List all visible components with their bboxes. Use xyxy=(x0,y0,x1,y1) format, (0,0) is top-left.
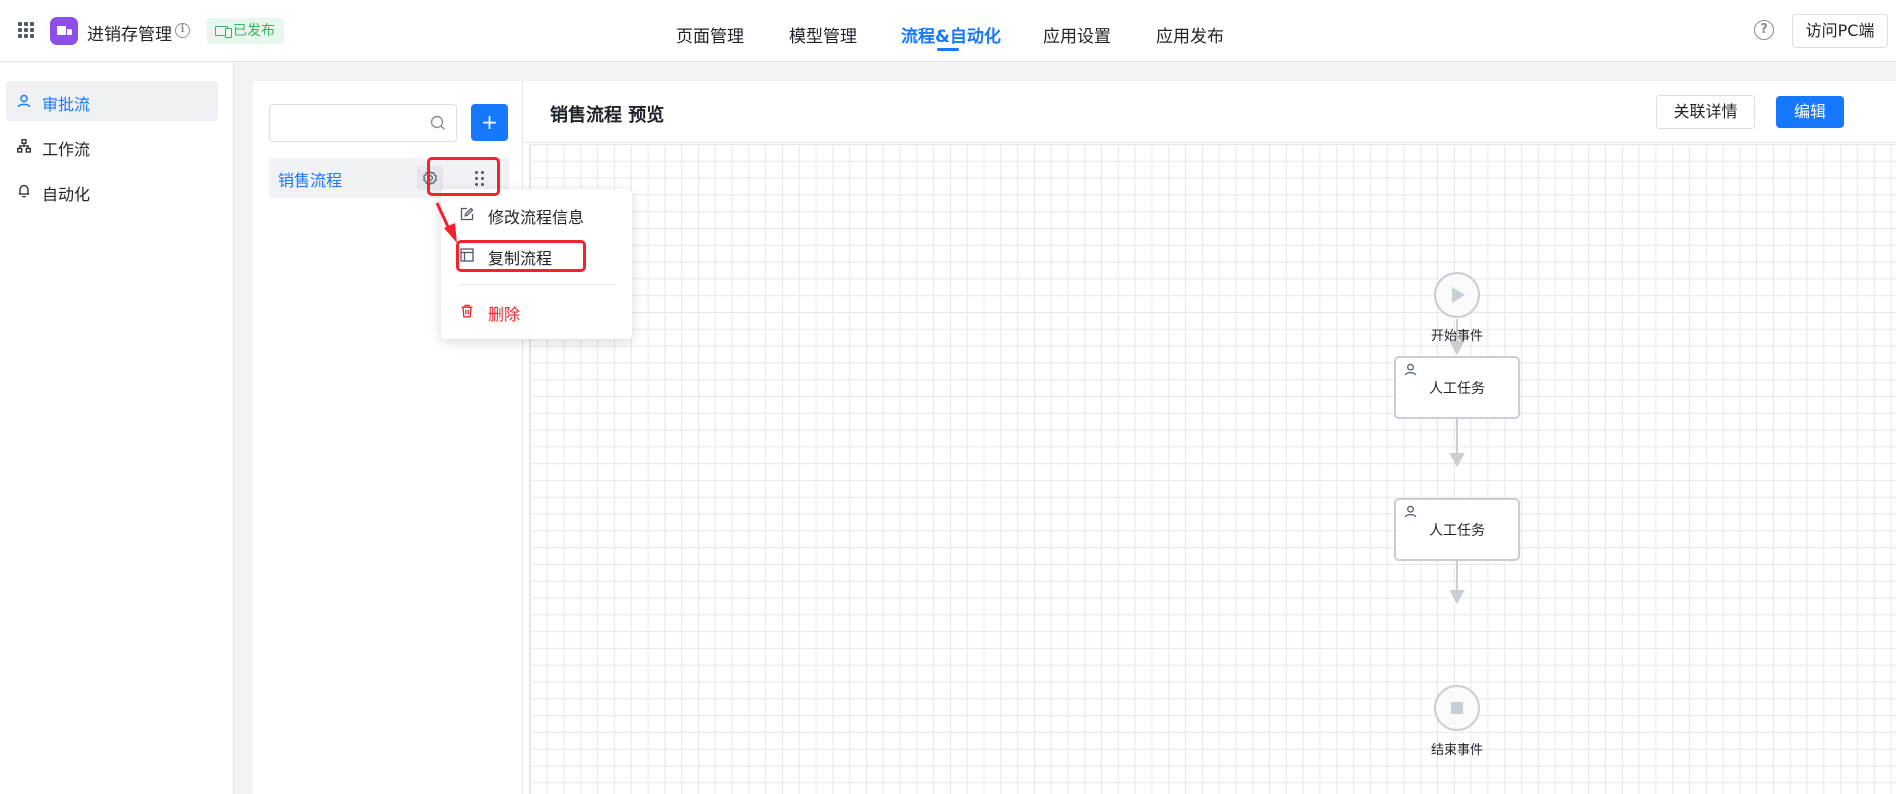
drag-handle-icon[interactable] xyxy=(475,170,485,186)
preview-header: 销售流程 预览 关联详情 编辑 xyxy=(524,81,1896,143)
page-title: 销售流程 预览 xyxy=(550,105,665,126)
org-chart-icon xyxy=(17,139,31,153)
task-label: 人工任务 xyxy=(1429,523,1485,539)
search-icon[interactable] xyxy=(430,115,446,131)
nav-model-management[interactable]: 模型管理 xyxy=(789,27,857,47)
sidebar: 审批流 工作流 自动化 xyxy=(0,63,234,794)
context-menu: 修改流程信息 复制流程 删除 xyxy=(441,189,632,339)
stop-icon xyxy=(1451,702,1463,714)
menu-divider xyxy=(459,284,616,285)
top-bar: 进销存管理 i 已发布 页面管理 模型管理 流程&自动化 应用设置 应用发布 ?… xyxy=(0,0,1896,62)
end-event-node[interactable] xyxy=(1434,685,1480,731)
nav-app-settings[interactable]: 应用设置 xyxy=(1043,27,1111,47)
sidebar-item-label: 审批流 xyxy=(42,95,91,114)
flow-item-label: 销售流程 xyxy=(278,171,343,190)
bell-icon xyxy=(18,184,30,198)
start-event-label: 开始事件 xyxy=(1430,329,1483,344)
sidebar-item-automation[interactable]: 自动化 xyxy=(6,171,218,211)
search-box xyxy=(269,104,457,142)
info-icon[interactable]: i xyxy=(175,23,190,38)
menu-item-edit-flow-info[interactable]: 修改流程信息 xyxy=(441,196,632,232)
edit-icon xyxy=(460,207,474,221)
app-logo xyxy=(50,17,78,45)
flow-canvas[interactable]: 开始事件 人工任务 人工任务 结束事件 xyxy=(529,144,1896,794)
nav-flow-automation[interactable]: 流程&自动化 xyxy=(901,27,1001,47)
status-badge: 已发布 xyxy=(207,18,284,44)
sidebar-item-workflow[interactable]: 工作流 xyxy=(6,126,218,166)
nav-app-publish[interactable]: 应用发布 xyxy=(1156,27,1224,47)
menu-item-delete[interactable]: 删除 xyxy=(441,293,632,329)
menu-item-label: 复制流程 xyxy=(488,249,553,268)
add-flow-button[interactable]: + xyxy=(471,104,508,141)
search-input[interactable] xyxy=(276,111,426,135)
trash-icon xyxy=(461,304,473,318)
manual-task-node-2[interactable]: 人工任务 xyxy=(1394,498,1520,561)
task-label: 人工任务 xyxy=(1429,381,1485,397)
visit-pc-button[interactable]: 访问PC端 xyxy=(1792,14,1888,48)
apps-grid-icon[interactable] xyxy=(18,22,34,38)
nav-page-management[interactable]: 页面管理 xyxy=(676,27,744,47)
nav-active-underline xyxy=(937,48,959,51)
sidebar-item-label: 自动化 xyxy=(42,185,91,204)
edit-button[interactable]: 编辑 xyxy=(1776,96,1844,128)
app-name: 进销存管理 xyxy=(87,25,172,45)
menu-item-label: 修改流程信息 xyxy=(488,208,585,227)
sidebar-item-label: 工作流 xyxy=(42,140,91,159)
manual-task-node-1[interactable]: 人工任务 xyxy=(1394,356,1520,419)
person-icon xyxy=(1404,363,1417,376)
sidebar-item-approval-flow[interactable]: 审批流 xyxy=(6,81,218,121)
person-icon xyxy=(1404,505,1417,518)
menu-item-label: 删除 xyxy=(488,305,521,324)
start-event-node[interactable] xyxy=(1434,272,1480,318)
play-icon xyxy=(1452,287,1465,303)
person-icon xyxy=(17,94,31,108)
flow-list-pane: + 销售流程 xyxy=(253,81,523,794)
menu-item-copy-flow[interactable]: 复制流程 xyxy=(441,237,632,273)
related-details-button[interactable]: 关联详情 xyxy=(1656,95,1755,129)
status-badge-label: 已发布 xyxy=(233,23,275,39)
truck-icon xyxy=(57,26,72,35)
copy-icon xyxy=(460,248,474,262)
end-event-label: 结束事件 xyxy=(1430,743,1483,758)
devices-icon xyxy=(215,26,232,38)
help-icon[interactable]: ? xyxy=(1754,20,1774,40)
